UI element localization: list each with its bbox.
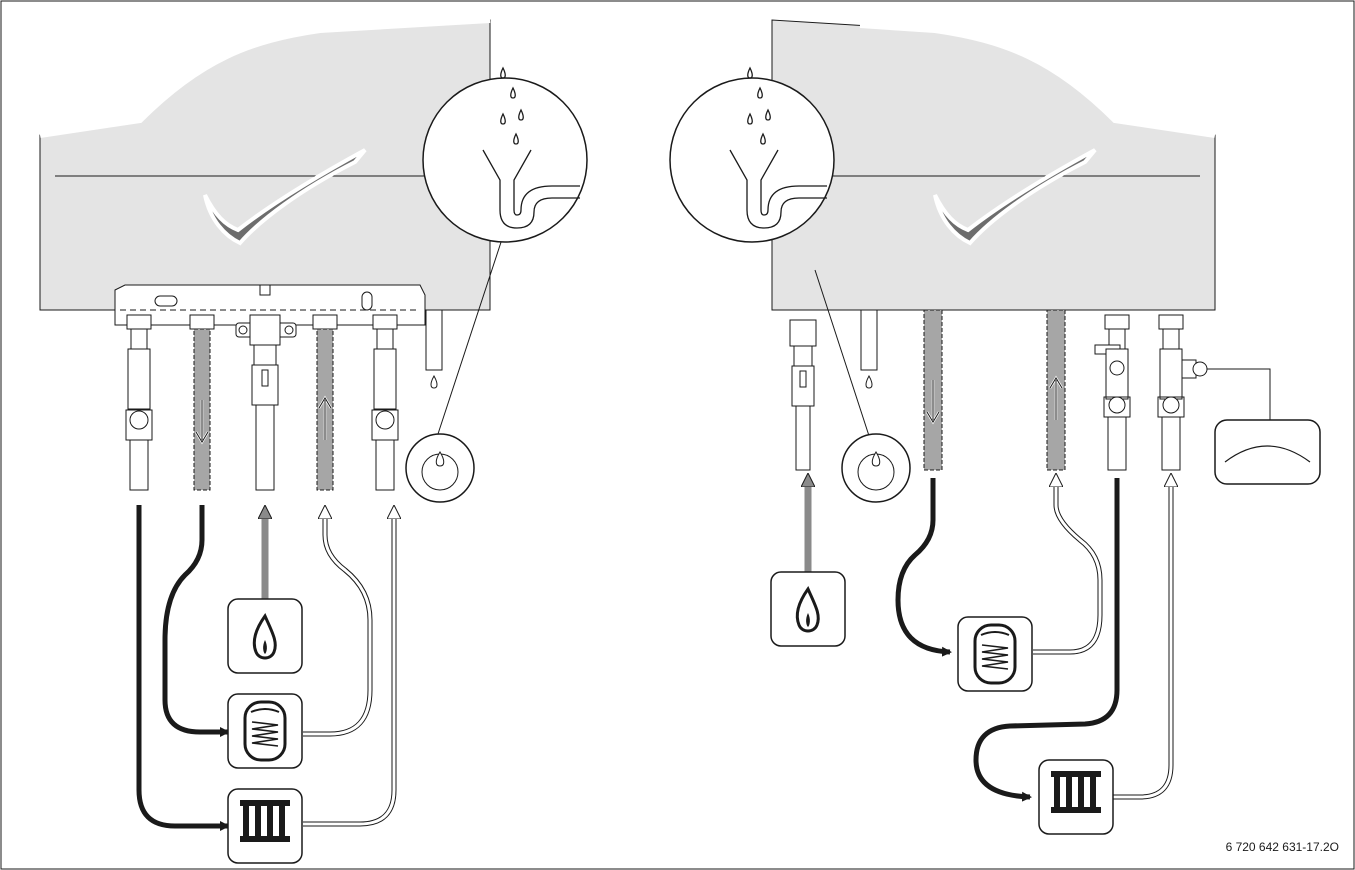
water-drop-icon [435,451,445,467]
right-boiler [771,19,1216,311]
flow-to-radiator [973,478,1120,802]
radiator-icon [1038,759,1114,835]
flow-to-cylinder [895,478,952,657]
rail-slot [154,295,178,307]
left-flow-lines [136,505,397,831]
left-siphon-magnifier [422,66,588,441]
hot-water-cylinder-icon [957,616,1033,692]
expansion-vessel [1214,419,1321,485]
gas-pipe [789,319,817,471]
water-drop-icon [871,451,881,467]
left-connections [125,309,443,491]
right-connections [789,309,1321,485]
left-drain-detail [405,433,475,503]
cold-return-flow-outline [1033,480,1103,655]
water-drop-icon [865,374,873,389]
right-flow-lines [808,478,1174,802]
heating-return-pipe [371,314,399,491]
radiator-icon [227,788,303,864]
condensate-drain-pipe [860,309,878,389]
hot-water-cylinder-icon [227,693,303,769]
condensate-siphon-icon [729,66,827,229]
cold-return-flow-outline [303,512,373,737]
heating-return-flow-outline [1113,480,1174,800]
cold-water-pipe [1046,309,1066,471]
condensate-drain-pipe [425,309,443,389]
checkmark-icon [203,148,367,246]
flame-icon [227,598,303,674]
flow-to-radiator [136,505,230,831]
hot-water-pipe [189,314,215,491]
flame-icon [770,571,846,647]
heating-flow-pipe [125,314,153,491]
hot-water-pipe [923,309,943,471]
condensate-siphon-icon [482,66,580,229]
heating-flow-pipe [1094,314,1131,471]
water-drop-icon [430,374,438,389]
heating-return-flow-outline [303,512,397,827]
heating-return-pipe [1157,314,1271,471]
right-drain-detail [841,433,911,503]
flow-to-cylinder [162,505,230,737]
gas-pipe [235,314,297,491]
cold-water-pipe [312,314,338,491]
left-boiler [39,17,491,326]
right-siphon-magnifier [669,66,873,446]
checkmark-icon [933,148,1097,246]
figure-reference-code: 6 720 642 631-17.2O [1225,840,1339,854]
rail-slot [361,291,373,311]
